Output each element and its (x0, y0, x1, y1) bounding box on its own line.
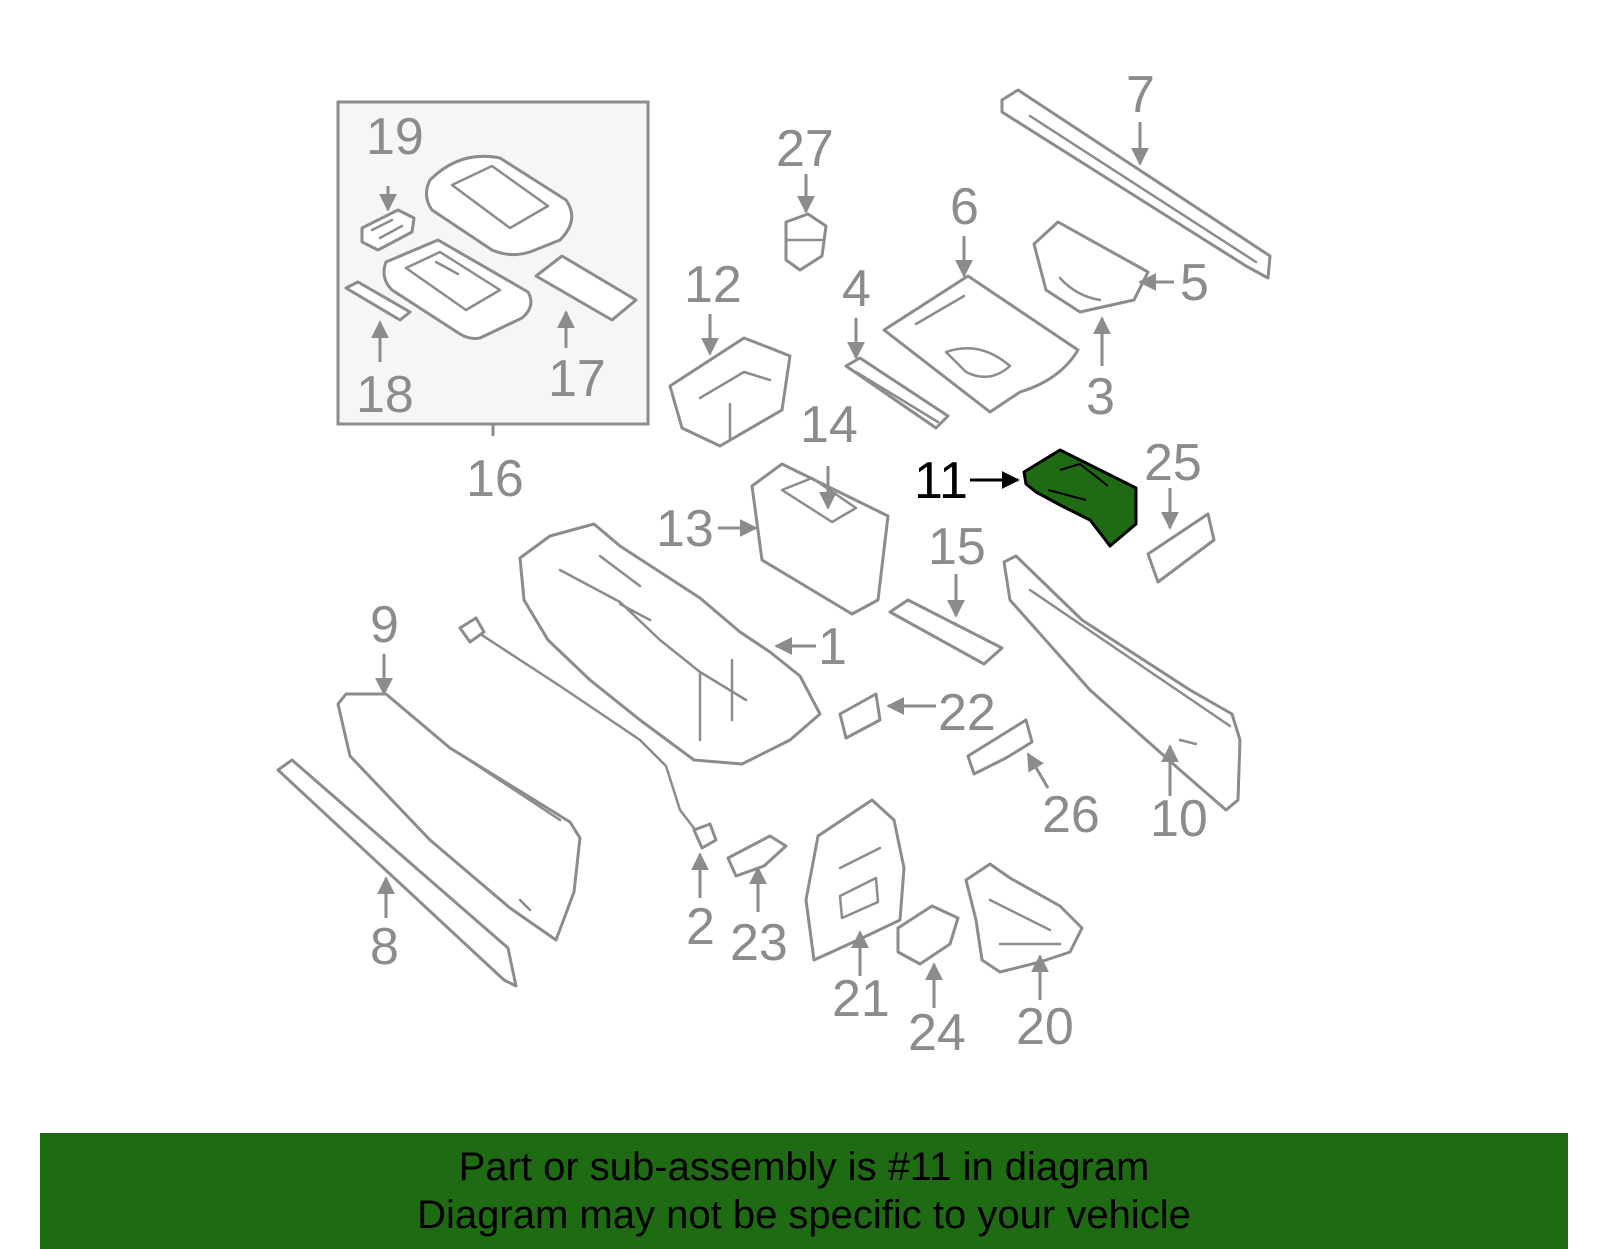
part-12[interactable] (668, 336, 792, 448)
callout-24: 24 (908, 1004, 966, 1062)
callout-12: 12 (684, 256, 742, 314)
part-25[interactable] (1146, 512, 1216, 584)
part-26[interactable] (966, 718, 1034, 776)
part-27[interactable] (784, 212, 828, 272)
part-8[interactable] (276, 758, 518, 988)
part-4[interactable] (844, 356, 950, 430)
callout-10: 10 (1150, 790, 1208, 848)
part-5[interactable] (1032, 220, 1150, 314)
part-18[interactable] (344, 280, 412, 322)
callout-14: 14 (800, 396, 858, 454)
callout-26: 26 (1042, 786, 1100, 844)
callout-8: 8 (370, 918, 399, 976)
callout-labels: 19 18 17 16 27 12 4 6 5 3 7 14 13 15 11 … (356, 66, 1209, 1062)
info-banner: Part or sub-assembly is #11 in diagram D… (40, 1133, 1568, 1249)
callout-7: 7 (1126, 66, 1155, 124)
callout-27: 27 (776, 120, 834, 178)
part-24[interactable] (896, 904, 960, 966)
part-2[interactable] (458, 616, 718, 850)
part-10[interactable] (1002, 554, 1242, 812)
leader-lines (371, 122, 1179, 1008)
callout-11: 11 (914, 452, 968, 510)
callout-21: 21 (832, 970, 890, 1028)
callout-25: 25 (1144, 434, 1202, 492)
part-6[interactable] (882, 274, 1080, 414)
callout-23: 23 (730, 914, 788, 972)
part-21[interactable] (804, 798, 906, 962)
callout-9: 9 (370, 596, 399, 654)
part-11[interactable] (1022, 448, 1138, 548)
callout-4: 4 (842, 260, 871, 318)
part-23[interactable] (726, 834, 788, 878)
part-armrest-lid[interactable] (425, 154, 574, 257)
callout-15: 15 (928, 518, 986, 576)
part-7[interactable] (1000, 88, 1272, 280)
banner-line-1: Part or sub-assembly is #11 in diagram (458, 1145, 1150, 1189)
part-17[interactable] (534, 254, 638, 322)
part-1[interactable] (518, 522, 822, 766)
part-19[interactable] (360, 208, 416, 252)
banner-line-2: Diagram may not be specific to your vehi… (417, 1193, 1191, 1237)
callout-2: 2 (686, 898, 715, 956)
part-20[interactable] (964, 862, 1084, 974)
part-9[interactable] (336, 692, 582, 942)
part-13[interactable] (750, 462, 890, 616)
callout-3: 3 (1086, 368, 1115, 426)
callout-16: 16 (466, 450, 524, 508)
callout-1: 1 (818, 618, 847, 676)
callout-19: 19 (366, 108, 424, 166)
callout-20: 20 (1016, 998, 1074, 1056)
callout-22: 22 (938, 684, 996, 742)
callout-6: 6 (950, 178, 979, 236)
callout-13: 13 (656, 500, 714, 558)
part-22[interactable] (838, 692, 882, 740)
part-15[interactable] (888, 598, 1004, 666)
callout-5: 5 (1180, 254, 1209, 312)
callout-17: 17 (548, 350, 606, 408)
callout-18: 18 (356, 366, 414, 424)
part-armrest-base[interactable] (382, 238, 533, 340)
